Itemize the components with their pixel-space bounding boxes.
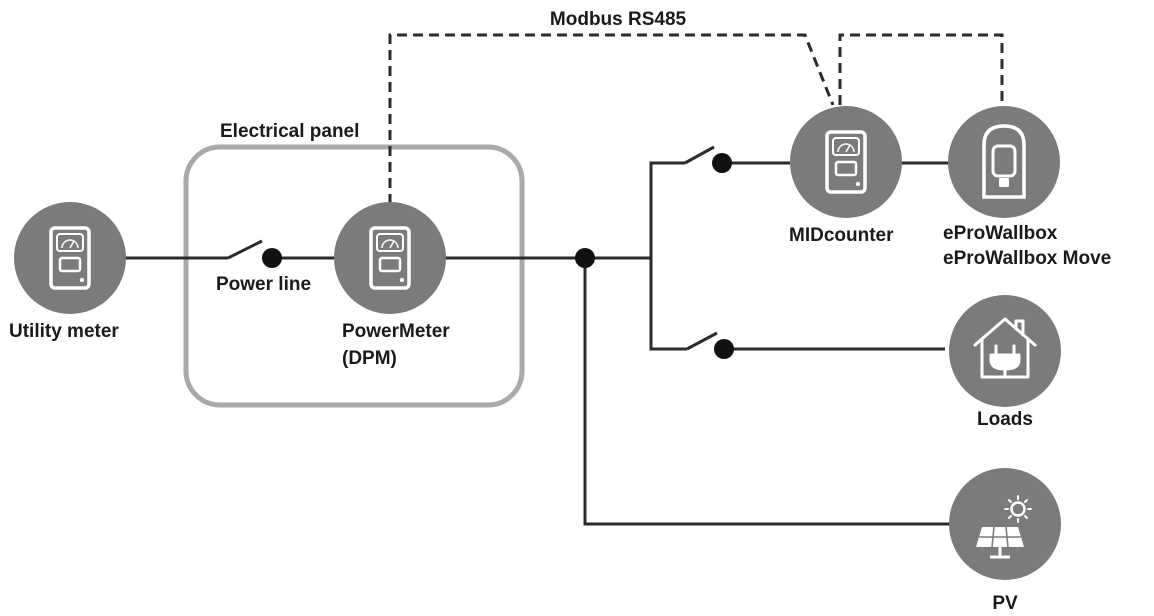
modbus-bus-line (388, 33, 835, 204)
ev-charger-icon (982, 124, 1026, 199)
midcounter-switch-contact (712, 153, 732, 173)
solar-panel-icon (976, 495, 1032, 559)
wallbox-label: eProWallbox (943, 223, 1058, 244)
wallbox-node (948, 106, 1060, 218)
electrical-panel-box (183, 144, 525, 408)
power-meter-sublabel: (DPM) (342, 348, 397, 369)
wallbox-move-label: eProWallbox Move (943, 248, 1112, 269)
mid-counter-label: MIDcounter (789, 225, 894, 246)
power-wiring (125, 145, 950, 526)
house-plug-icon (973, 317, 1037, 379)
loads-switch-contact (714, 339, 734, 359)
utility-meter-node (14, 202, 126, 314)
pv-node (949, 468, 1061, 580)
modbus-bus-label: Modbus RS485 (549, 9, 687, 30)
loads-node (949, 295, 1061, 407)
modbus-bus-line-wallbox (838, 33, 1004, 105)
utility-meter-label: Utility meter (9, 321, 119, 342)
power-line-label: Power line (216, 274, 312, 295)
mid-counter-node (790, 106, 902, 218)
junction-node (575, 248, 595, 268)
loads-label: Loads (977, 409, 1033, 430)
electrical-panel-label: Electrical panel (220, 121, 360, 142)
power-meter-node (334, 202, 446, 314)
power-line-switch-contact (262, 248, 282, 268)
pv-label: PV (992, 593, 1018, 614)
power-meter-label: PowerMeter (342, 321, 450, 342)
